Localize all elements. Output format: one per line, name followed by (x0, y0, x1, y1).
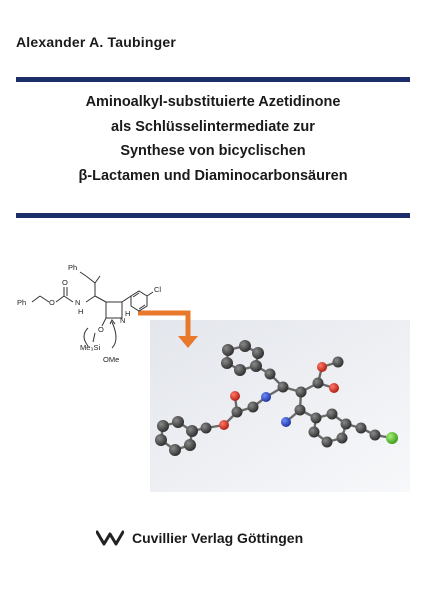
top-rule (16, 77, 410, 82)
orange-arrowhead (178, 336, 198, 348)
cover-illustration: Ph O O N H Ph O N H Cl Me₃Si OMe (17, 263, 410, 492)
author-name: Alexander A. Taubinger (16, 34, 176, 50)
title-line-2: als Schlüsselintermediate zur (111, 118, 315, 135)
publisher: Cuvillier Verlag Göttingen (96, 526, 303, 550)
label-h-left: H (78, 307, 83, 316)
label-o2: O (62, 278, 68, 287)
title-line-3: Synthese von bicyclischen (120, 143, 306, 159)
title-line-1: Aminoalkyl-substituierte Azetidinone (85, 94, 341, 110)
label-ome: OMe (103, 355, 119, 364)
title-line-4: β-Lactamen und Diaminocarbonsäuren (78, 167, 348, 184)
label-n-ring: N (120, 316, 125, 325)
label-si: Me₃Si (80, 343, 100, 352)
publisher-name: Cuvillier Verlag Göttingen (132, 530, 304, 546)
structure-formula (31, 271, 154, 349)
cuvillier-logo-icon (96, 530, 124, 546)
label-cl: Cl (154, 285, 161, 294)
bottom-rule (16, 213, 410, 218)
book-title: Aminoalkyl-substituierte Azetidinone als… (16, 90, 410, 188)
label-o1: O (49, 298, 55, 307)
label-o-ring: O (98, 325, 104, 334)
label-ph-left: Ph (17, 298, 26, 307)
label-nh-left: N (75, 298, 80, 307)
label-h-ring: H (125, 309, 130, 318)
structure-labels: Ph O O N H Ph O N H Cl Me₃Si OMe (17, 263, 161, 364)
orange-arrow (138, 310, 191, 338)
model-panel (150, 320, 410, 492)
model-atoms (155, 340, 398, 456)
label-ph-top: Ph (68, 263, 77, 272)
